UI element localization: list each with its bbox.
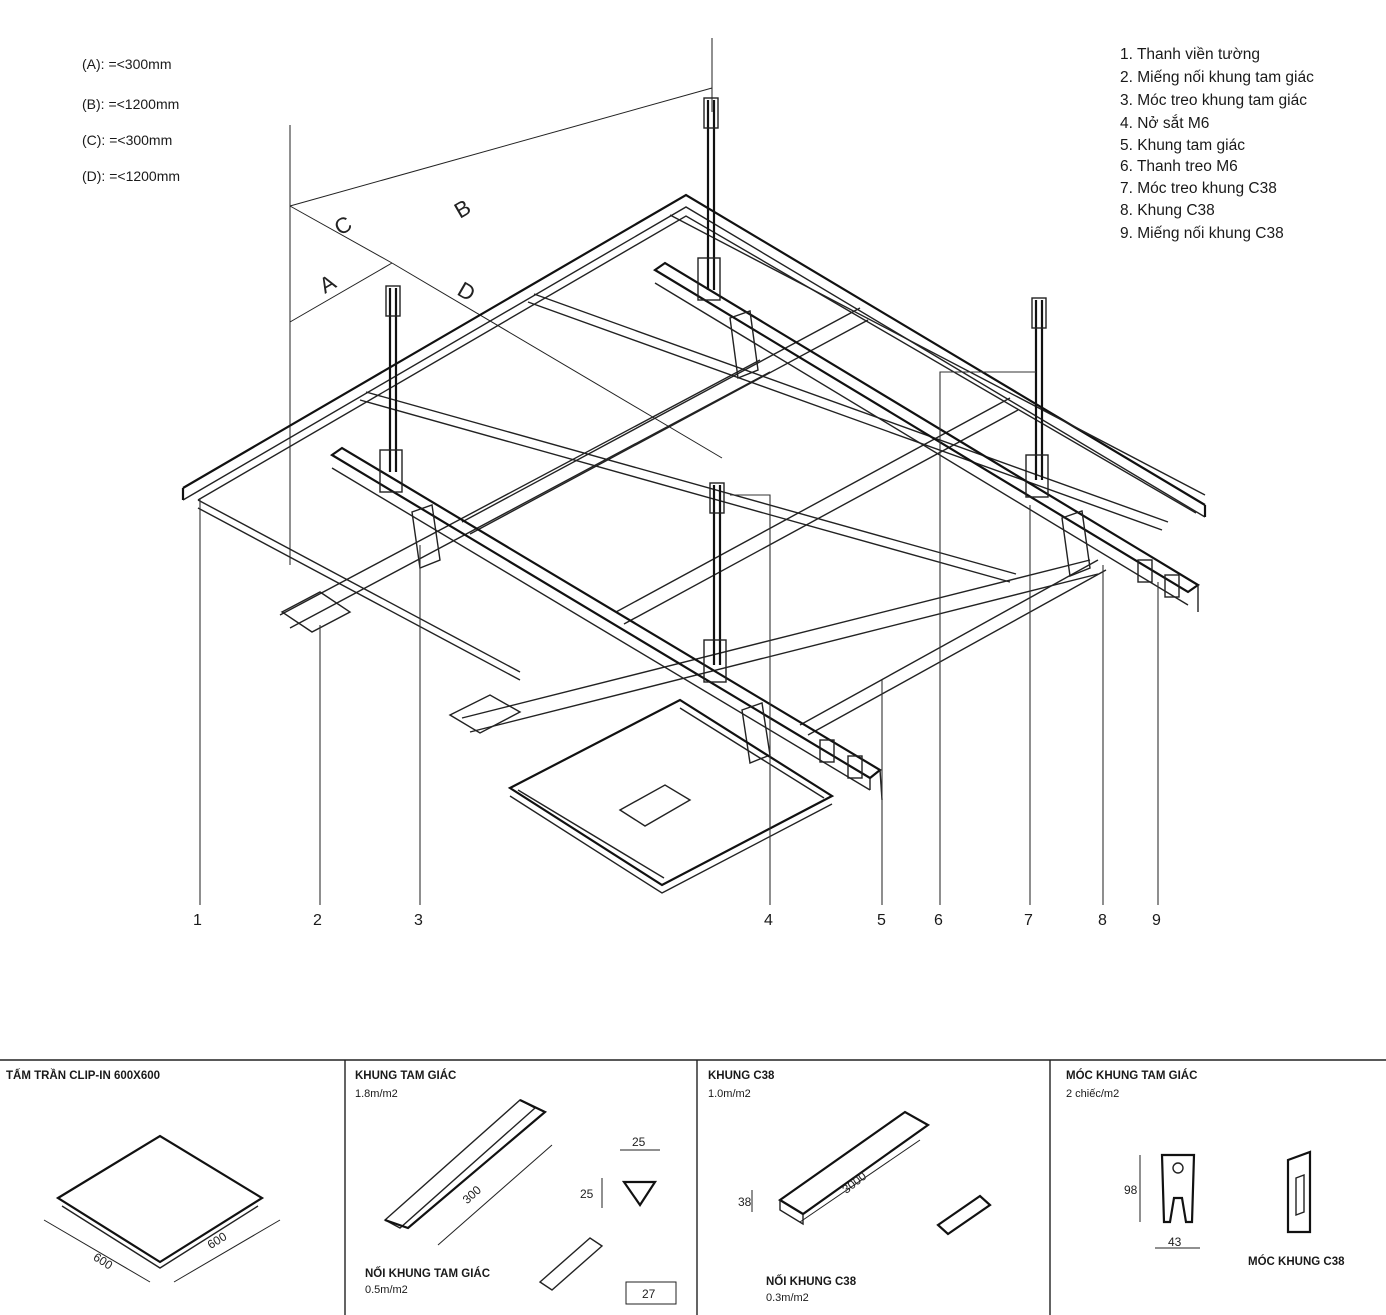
c38-channels: [329, 261, 1201, 801]
legend-item-9: 9. Miếng nối khung C38: [1120, 225, 1284, 242]
triangle-w-mark: 25: [632, 1135, 646, 1149]
hook-w-mark: 43: [1168, 1235, 1182, 1249]
callout-9: 9: [1152, 912, 1161, 929]
triangle-hooks: [411, 310, 1091, 764]
callout-4: 4: [764, 912, 773, 929]
panel-title: TẤM TRẦN CLIP-IN 600X600: [6, 1070, 161, 1082]
callout-8: 8: [1098, 912, 1107, 929]
dim-b: (B): =<1200mm: [82, 96, 180, 112]
cross-frames: [279, 307, 1107, 736]
parts-table-lines: [0, 1059, 1386, 1315]
dim-d: (D): =<1200mm: [82, 168, 181, 184]
hook-h-mark: 98: [1124, 1183, 1138, 1197]
triangle-rate: 1.8m/m2: [355, 1088, 398, 1100]
panel-dim1-mark: 600: [91, 1250, 116, 1273]
letter-a: A: [315, 269, 340, 298]
c38-length-mark: 3000: [839, 1169, 869, 1197]
dimension-letters: C B A D: [315, 194, 480, 306]
hook-rate: 2 chiếc/m2: [1066, 1088, 1120, 1100]
c38-hook-label: MÓC KHUNG C38: [1248, 1256, 1345, 1268]
dim-a: (A): =<300mm: [82, 56, 172, 72]
c38-rate: 1.0m/m2: [708, 1088, 751, 1100]
c38-joint-rate: 0.3m/m2: [766, 1292, 809, 1304]
triangle-title: KHUNG TAM GIÁC: [355, 1070, 457, 1082]
dim-c: (C): =<300mm: [82, 132, 173, 148]
callout-6: 6: [934, 912, 943, 929]
legend-item-3: 3. Móc treo khung tam giác: [1120, 92, 1307, 109]
callout-3: 3: [414, 912, 423, 929]
legend-item-2: 2. Miếng nối khung tam giác: [1120, 69, 1314, 86]
hook-sketch: 98 43: [1124, 1150, 1312, 1249]
legend-item-7: 7. Móc treo khung C38: [1120, 180, 1277, 197]
hanger-rods: [379, 97, 1049, 683]
triangle-joint-title: NỐI KHUNG TAM GIÁC: [365, 1268, 491, 1280]
triangle-h-mark: 25: [580, 1187, 594, 1201]
ceiling-panel: [507, 698, 835, 894]
triangle-joint-rate: 0.5m/m2: [365, 1284, 408, 1296]
callout-7: 7: [1024, 912, 1033, 929]
c38-frame-sketch: 3000 38: [738, 1110, 992, 1236]
legend-item-1: 1. Thanh viền tường: [1120, 46, 1261, 63]
legend-item-4: 4. Nở sắt M6: [1120, 115, 1210, 132]
dimension-lines: [289, 38, 723, 565]
triangle-frame-rails: [359, 214, 1206, 583]
hook-title: MÓC KHUNG TAM GIÁC: [1066, 1070, 1198, 1082]
callout-5: 5: [877, 912, 886, 929]
callout-leaders: [199, 371, 1159, 905]
letter-b: B: [450, 194, 475, 223]
wall-angle-frame: [181, 193, 1207, 681]
legend-item-6: 6. Thanh treo M6: [1120, 158, 1238, 175]
callout-1: 1: [193, 912, 202, 929]
triangle-length-mark: 300: [460, 1183, 484, 1207]
frame-joints: [280, 591, 522, 734]
c38-joint-title: NỐI KHUNG C38: [766, 1276, 857, 1288]
triangle-joint-mark: 27: [642, 1287, 656, 1301]
panel-sketch: 600 600: [43, 1134, 281, 1283]
c38-title: KHUNG C38: [708, 1070, 775, 1082]
legend-item-8: 8. Khung C38: [1120, 202, 1215, 219]
c38-h-mark: 38: [738, 1195, 752, 1209]
letter-c: C: [330, 211, 356, 241]
callout-2: 2: [313, 912, 322, 929]
legend-item-5: 5. Khung tam giác: [1120, 137, 1245, 154]
